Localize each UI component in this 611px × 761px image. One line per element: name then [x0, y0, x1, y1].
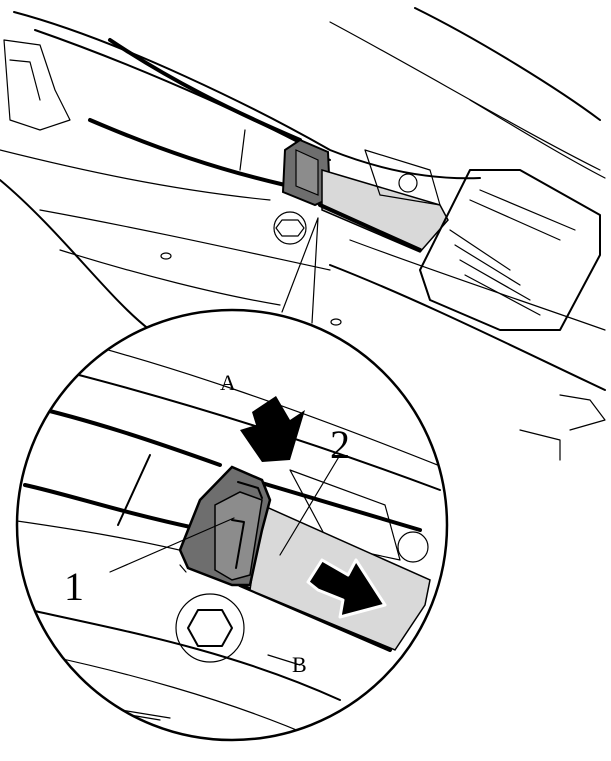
ribbed-module: [419, 169, 601, 331]
magnifier-lead: [281, 217, 319, 324]
push-down-arrow-icon: [240, 396, 305, 462]
leader-1: [109, 517, 235, 573]
bolt-detail-icon: [175, 593, 245, 663]
bolt-overview-icon: [273, 211, 307, 245]
callout-number-2: 2: [330, 422, 350, 467]
overview-drawing: [0, 7, 606, 461]
view-label-a: A: [220, 370, 236, 395]
connector-detail: [178, 465, 272, 587]
callout-number-1: 1: [64, 564, 84, 609]
view-label-b: B: [292, 652, 307, 677]
pull-out-arrow-icon: [306, 558, 387, 619]
cable-sleeve-overview: [321, 168, 449, 253]
detail-view: [15, 308, 449, 742]
leader-2: [279, 454, 341, 556]
